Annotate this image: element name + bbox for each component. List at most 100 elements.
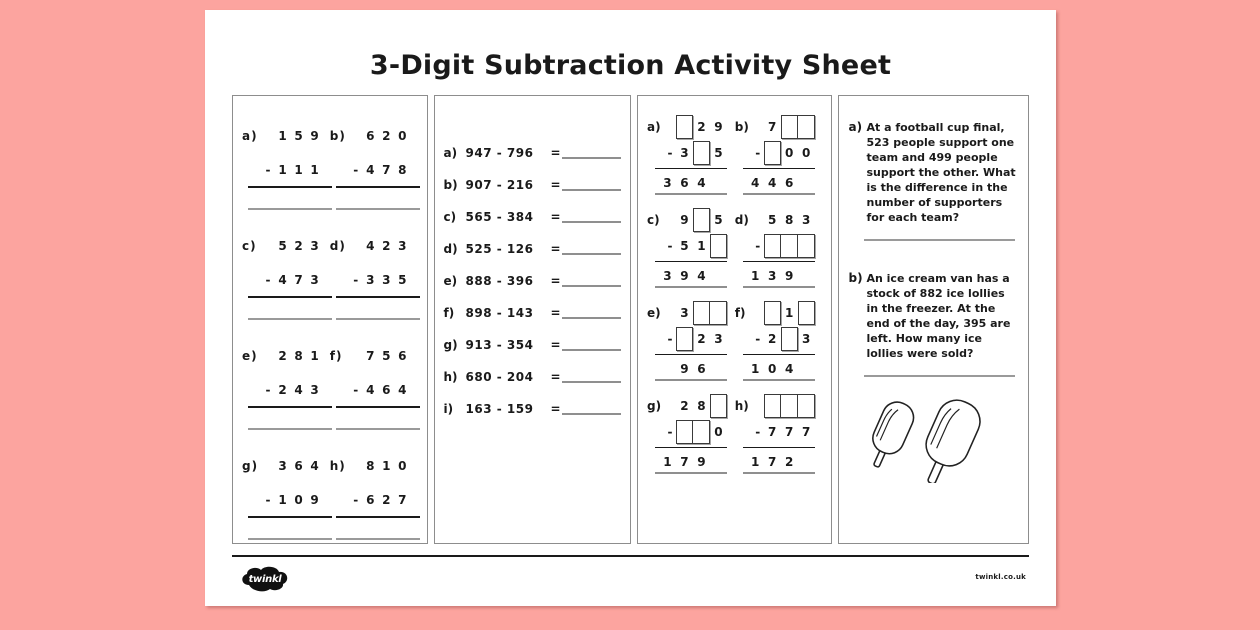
missing-digit-box[interactable] [797,234,815,258]
digit: 0 [785,146,794,160]
digit: 7 [294,273,304,287]
minus-sign: - [353,493,360,507]
digit: 7 [768,425,777,439]
sum-rule [335,516,420,518]
missing-digit-box[interactable] [797,301,815,325]
missing-digit-box[interactable] [709,301,727,325]
answer-line[interactable] [248,208,332,210]
word-problem: a)At a football cup final, 523 people su… [848,120,1019,225]
sum-rule [335,296,420,298]
digit: 7 [366,349,376,363]
digit: 0 [714,425,723,439]
sum-rule [654,447,727,448]
missing-digit-box[interactable] [797,394,815,418]
missing-digit-box[interactable] [675,420,693,444]
digit: 2 [697,332,706,346]
answer-digit: 4 [697,176,706,190]
answer-line[interactable] [561,371,621,383]
missing-digit-box[interactable] [780,115,798,139]
answer-digit: 1 [751,269,760,283]
digit: 2 [382,239,392,253]
sum-rule [335,186,420,188]
answer-line[interactable] [335,538,420,540]
missing-digit-box[interactable] [763,234,781,258]
missing-digit-box[interactable] [692,208,710,232]
sum-rule [742,261,815,262]
answer-line[interactable] [864,239,1015,241]
minus-sign: - [667,146,673,160]
horizontal-sum: h)680 - 204= [444,352,621,384]
missing-digit-box[interactable] [692,141,710,165]
sum-rule [654,261,727,262]
answer-line[interactable] [335,318,420,320]
answer-line[interactable] [561,211,621,223]
digit: 3 [680,146,689,160]
equals-sign: = [550,402,561,416]
missing-digit-box[interactable] [763,141,781,165]
word-problem-text: An ice cream van has a stock of 882 ice … [866,272,1011,360]
digit: 5 [294,129,304,143]
digit: 2 [294,239,304,253]
missing-digit-box[interactable] [675,115,693,139]
digit: 7 [382,163,392,177]
missing-digit-box[interactable] [763,394,781,418]
missing-digit-box[interactable] [692,301,710,325]
answer-line[interactable] [561,403,621,415]
missing-digit-box[interactable] [780,327,798,351]
item-label: e) [646,306,661,320]
answer-underline [654,379,727,381]
answer-line[interactable] [561,179,621,191]
answer-digit: 1 [663,455,672,469]
minus-sign: - [265,273,272,287]
answer-line[interactable] [248,538,332,540]
digit: 5 [680,239,689,253]
item-label: h) [734,399,749,413]
missing-digit-box[interactable] [797,115,815,139]
item-label: c) [443,210,457,224]
digit: 5 [398,273,408,287]
answer-line[interactable] [335,208,420,210]
missing-digit-box[interactable] [763,301,781,325]
answer-line[interactable] [561,147,621,159]
answer-line[interactable] [561,243,621,255]
sum-rule [654,168,727,169]
missing-digit-box[interactable] [675,327,693,351]
digit: 7 [785,425,794,439]
digit: 1 [785,306,794,320]
answer-digit: 9 [680,269,689,283]
answer-digit: 3 [768,269,777,283]
horizontal-sum: i)163 - 159= [444,384,621,416]
answer-line[interactable] [248,318,332,320]
twinkl-url: twinkl.co.uk [975,573,1026,581]
answer-digit: 9 [785,269,794,283]
digit: 4 [278,273,288,287]
horizontal-sum: d)525 - 126= [444,224,621,256]
digit: 3 [310,239,320,253]
answer-line[interactable] [335,428,420,430]
missing-digit-box[interactable] [780,234,798,258]
answer-line[interactable] [248,428,332,430]
equals-sign: = [550,178,561,192]
digit: 8 [398,163,408,177]
digit: 9 [310,493,320,507]
missing-digit-box[interactable] [780,394,798,418]
item-label: a) [242,129,258,143]
answer-line[interactable] [864,375,1015,377]
missing-digit-box[interactable] [709,394,727,418]
missing-digit-box[interactable] [692,420,710,444]
digit: 3 [680,306,689,320]
equals-sign: = [550,338,561,352]
answer-digit: 4 [768,176,777,190]
answer-line[interactable] [561,339,621,351]
expression: 163 - 159 [465,402,534,416]
digit: 3 [398,239,408,253]
answer-line[interactable] [561,307,621,319]
equals-sign: = [550,370,561,384]
missing-digit-box[interactable] [709,234,727,258]
answer-line[interactable] [561,275,621,287]
twinkl-logo[interactable]: twinkl [239,565,291,593]
